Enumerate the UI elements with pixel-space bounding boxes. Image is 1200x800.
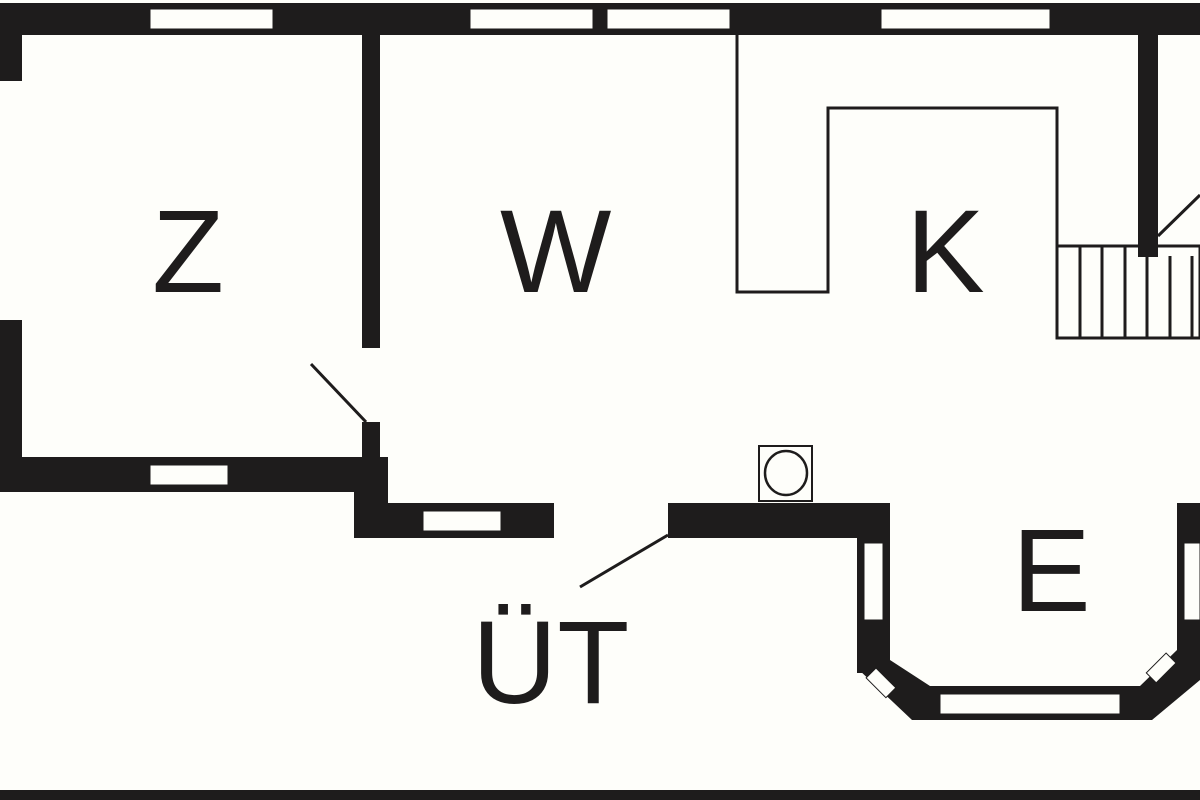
window (1145, 652, 1177, 684)
wall-z-w-lower (362, 422, 380, 462)
room-label-k: K (906, 186, 985, 318)
windows (149, 8, 1200, 715)
window (1183, 542, 1200, 621)
stove-circle-icon (763, 449, 809, 497)
window (149, 464, 229, 486)
room-label-e: E (1012, 505, 1091, 637)
wall-bottom (0, 790, 1200, 800)
wall-left-lower (0, 320, 22, 492)
door-swing-entrance (579, 533, 669, 589)
window (865, 667, 897, 699)
window (606, 8, 731, 30)
room-label-w: W (500, 186, 611, 318)
wall-z-w-upper (362, 35, 380, 348)
window (469, 8, 594, 30)
fixtures (309, 35, 1200, 589)
stair-steps (1078, 246, 1194, 338)
stove (758, 445, 813, 502)
room-labels: Z W K E ÜT (152, 186, 1091, 729)
window (880, 8, 1051, 30)
window (149, 8, 274, 30)
room-label-z: Z (152, 186, 224, 318)
stove-box (758, 445, 813, 502)
door-swing-z (309, 362, 368, 424)
wall-k-partition (1138, 35, 1158, 257)
staircase (1055, 244, 1200, 340)
wall-left-upper (0, 3, 22, 81)
window (422, 510, 502, 532)
window (863, 542, 884, 621)
wall-w-bottom-right (668, 503, 890, 538)
room-label-ut: ÜT (472, 597, 629, 729)
window (939, 693, 1121, 715)
door-swing-stairs (1156, 193, 1200, 238)
